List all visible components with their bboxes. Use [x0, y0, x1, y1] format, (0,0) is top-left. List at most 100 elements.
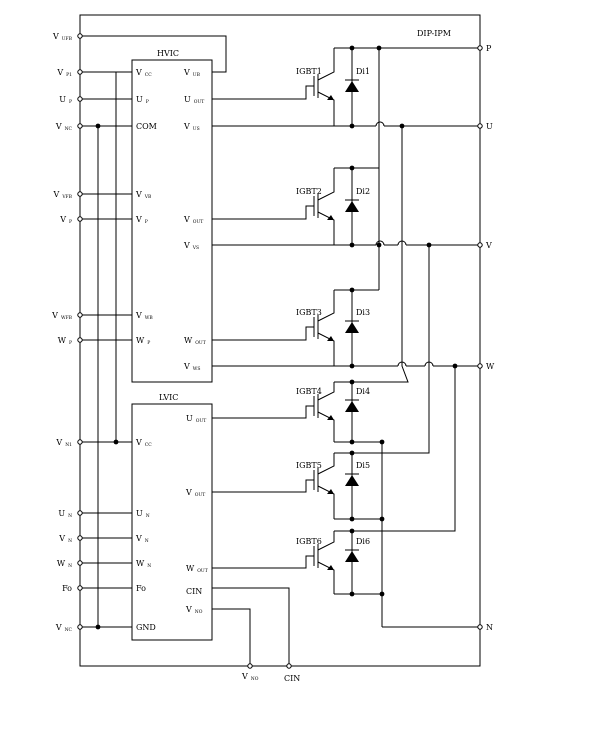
external-right-label: V [485, 241, 492, 250]
junction-dot [376, 45, 382, 51]
terminal [247, 663, 253, 669]
junction-dot [95, 624, 101, 630]
igbt-label: IGBT6 [296, 537, 322, 546]
hvic-box [131, 59, 213, 383]
igbt-diode-cell: IGBT2 Di2 [296, 167, 370, 246]
igbt-label: IGBT1 [296, 67, 322, 76]
terminal [77, 123, 83, 129]
diode-label: Di2 [356, 187, 370, 196]
terminal [77, 69, 83, 75]
external-terminals [77, 33, 483, 669]
lvic-left-pin-label: Fo [136, 584, 146, 593]
igbt-diode-cell: IGBT3 Di3 [296, 289, 370, 367]
terminal [477, 624, 483, 630]
hvic-title: HVIC [157, 49, 179, 58]
junction-dot [379, 439, 385, 445]
junction-dot [379, 516, 385, 522]
junction-dots [95, 45, 458, 630]
junction-dot [452, 363, 458, 369]
terminal [477, 45, 483, 51]
terminal [77, 624, 83, 630]
junction-dot [376, 242, 382, 248]
lvic-box [131, 403, 213, 641]
external-right-label: W [486, 362, 495, 371]
emitter-wiring [212, 121, 480, 367]
igbt-label: IGBT5 [296, 461, 322, 470]
junction-dot [426, 242, 432, 248]
terminal [77, 439, 83, 445]
terminal [77, 535, 83, 541]
terminal [77, 33, 83, 39]
igbt-label: IGBT3 [296, 308, 322, 317]
hvic-left-pin-label: COM [136, 122, 157, 131]
terminal [77, 191, 83, 197]
igbt-label: IGBT2 [296, 187, 322, 196]
diode-label: Di6 [356, 537, 370, 546]
diode-label: Di3 [356, 308, 370, 317]
left-wiring [80, 35, 227, 628]
junction-dot [113, 439, 119, 445]
lvic-bottom-wiring [212, 587, 290, 666]
terminal [77, 585, 83, 591]
lvic-title: LVIC [159, 393, 178, 402]
igbt-diode-cell: IGBT1 Di1 [296, 47, 370, 127]
terminal [77, 337, 83, 343]
terminal [77, 312, 83, 318]
diode-symbol [345, 551, 359, 562]
terminal [77, 216, 83, 222]
junction-dot [95, 123, 101, 129]
module-title: DIP-IPM [417, 29, 451, 38]
external-bottom-label: CIN [284, 674, 300, 683]
igbt-diode-cell: IGBT5 Di5 [296, 452, 370, 520]
diode-label: Di5 [356, 461, 370, 470]
terminal [477, 242, 483, 248]
junction-dot [379, 591, 385, 597]
external-right-label: P [486, 44, 492, 53]
diode-label: Di1 [356, 67, 370, 76]
diode-label: Di4 [356, 387, 370, 396]
gate-wiring [212, 85, 314, 569]
terminal [77, 96, 83, 102]
lvic-left-pin-label: GND [136, 623, 156, 632]
diode-symbol [345, 401, 359, 412]
external-right-label: U [486, 122, 493, 131]
junction-dot [399, 123, 405, 129]
terminal [286, 663, 292, 669]
